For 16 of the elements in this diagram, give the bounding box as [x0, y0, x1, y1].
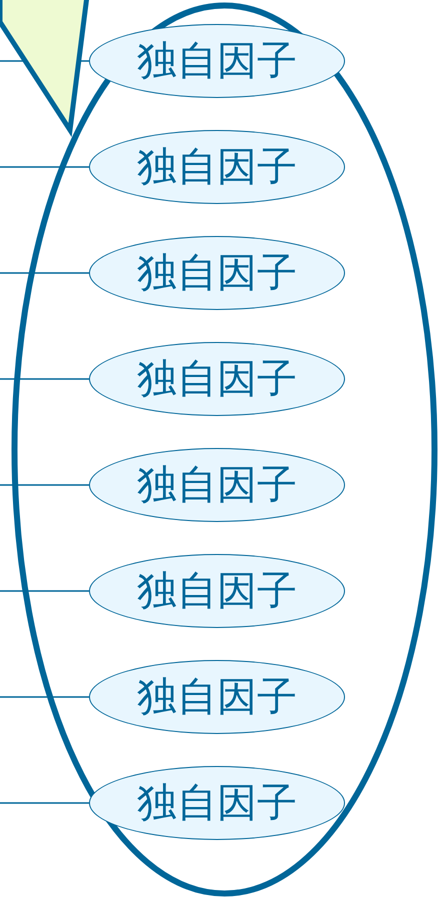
connector-line: [0, 378, 89, 380]
connector-line: [0, 484, 89, 486]
connector-line: [0, 696, 89, 698]
node-label: 独自因子: [137, 359, 297, 399]
node-label: 独自因子: [137, 147, 297, 187]
connector-line: [0, 166, 89, 168]
connector-line: [0, 60, 26, 62]
node-label: 独自因子: [137, 571, 297, 611]
node-label: 独自因子: [137, 783, 297, 823]
node-label: 独自因子: [137, 253, 297, 293]
node-label: 独自因子: [137, 465, 297, 505]
connector-line: [0, 802, 89, 804]
connector-line: [0, 272, 89, 274]
connector-line: [0, 590, 89, 592]
node-label: 独自因子: [137, 41, 297, 81]
node-label: 独自因子: [137, 677, 297, 717]
